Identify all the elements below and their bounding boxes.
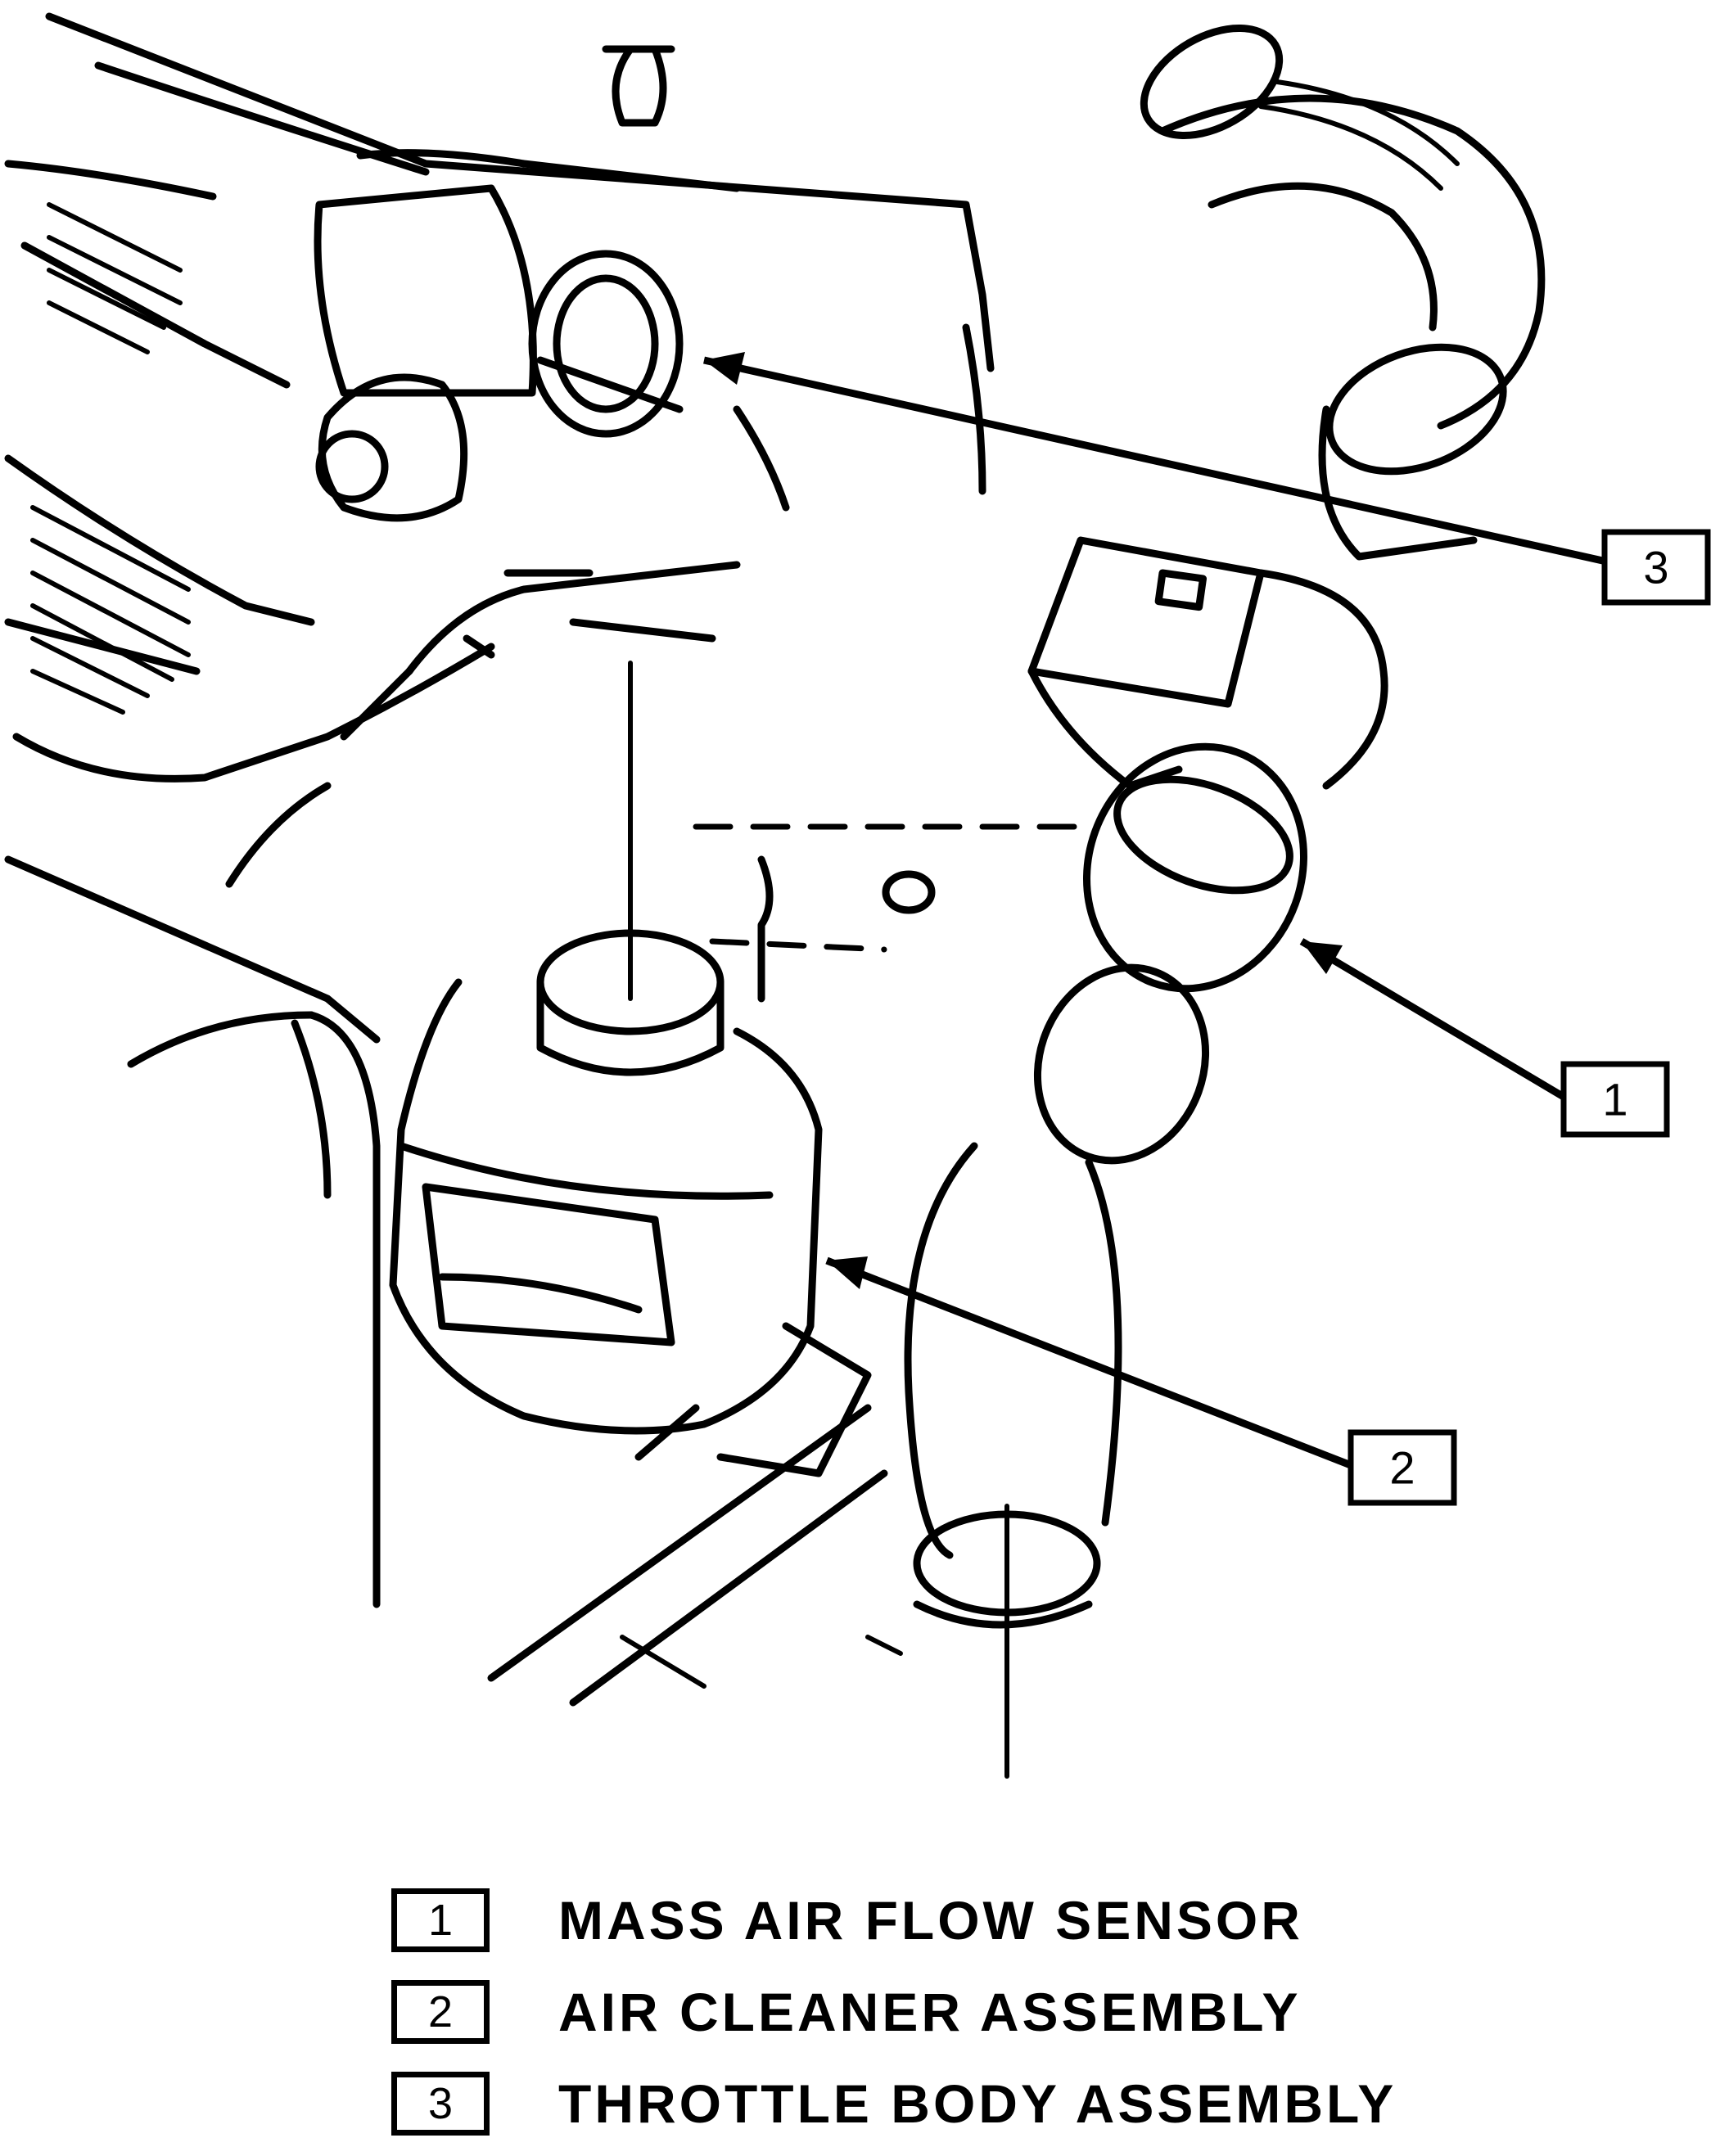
lower-intake-duct — [904, 963, 1210, 1629]
engine-rib-grille — [30, 202, 191, 715]
callout-2-number: 2 — [1389, 1442, 1415, 1494]
frame-lines — [487, 1404, 903, 1707]
arrowhead-2 — [827, 1256, 868, 1289]
callout-3: 3 — [1601, 529, 1711, 606]
legend-label: MASS AIR FLOW SENSOR — [558, 1890, 1303, 1951]
legend-label: THROTTLE BODY ASSEMBLY — [558, 2073, 1397, 2134]
engine-block-illustration — [4, 12, 995, 1608]
callout-1: 1 — [1560, 1061, 1670, 1138]
mass-air-flow-sensor — [1027, 536, 1388, 993]
callout-2: 2 — [1348, 1429, 1457, 1506]
leader-line-2 — [825, 1256, 1352, 1469]
legend-item: 2 AIR CLEANER ASSEMBLY — [391, 1973, 1456, 2051]
legend-number-box: 2 — [391, 1980, 490, 2044]
bolt-dashed-line — [709, 938, 887, 953]
callout-1-number: 1 — [1602, 1074, 1627, 1125]
leader-line-3 — [703, 356, 1622, 569]
callout-3-number: 3 — [1643, 542, 1668, 593]
air-cleaner-assembly — [389, 855, 936, 1477]
legend-item: 3 THROTTLE BODY ASSEMBLY — [391, 2064, 1456, 2143]
arrowhead-1 — [1302, 941, 1343, 974]
legend-item: 1 MASS AIR FLOW SENSOR — [391, 1881, 1456, 1960]
leader-line-1 — [1299, 938, 1566, 1100]
parts-legend: 1 MASS AIR FLOW SENSOR 2 AIR CLEANER ASS… — [391, 1881, 1456, 2156]
upper-intake-duct — [1140, 24, 1546, 561]
arrowhead-3 — [704, 352, 745, 385]
bolt — [882, 870, 936, 914]
legend-number-box: 1 — [391, 1888, 490, 1952]
legend-number-box: 3 — [391, 2072, 490, 2136]
legend-label: AIR CLEANER ASSEMBLY — [558, 1982, 1302, 2042]
